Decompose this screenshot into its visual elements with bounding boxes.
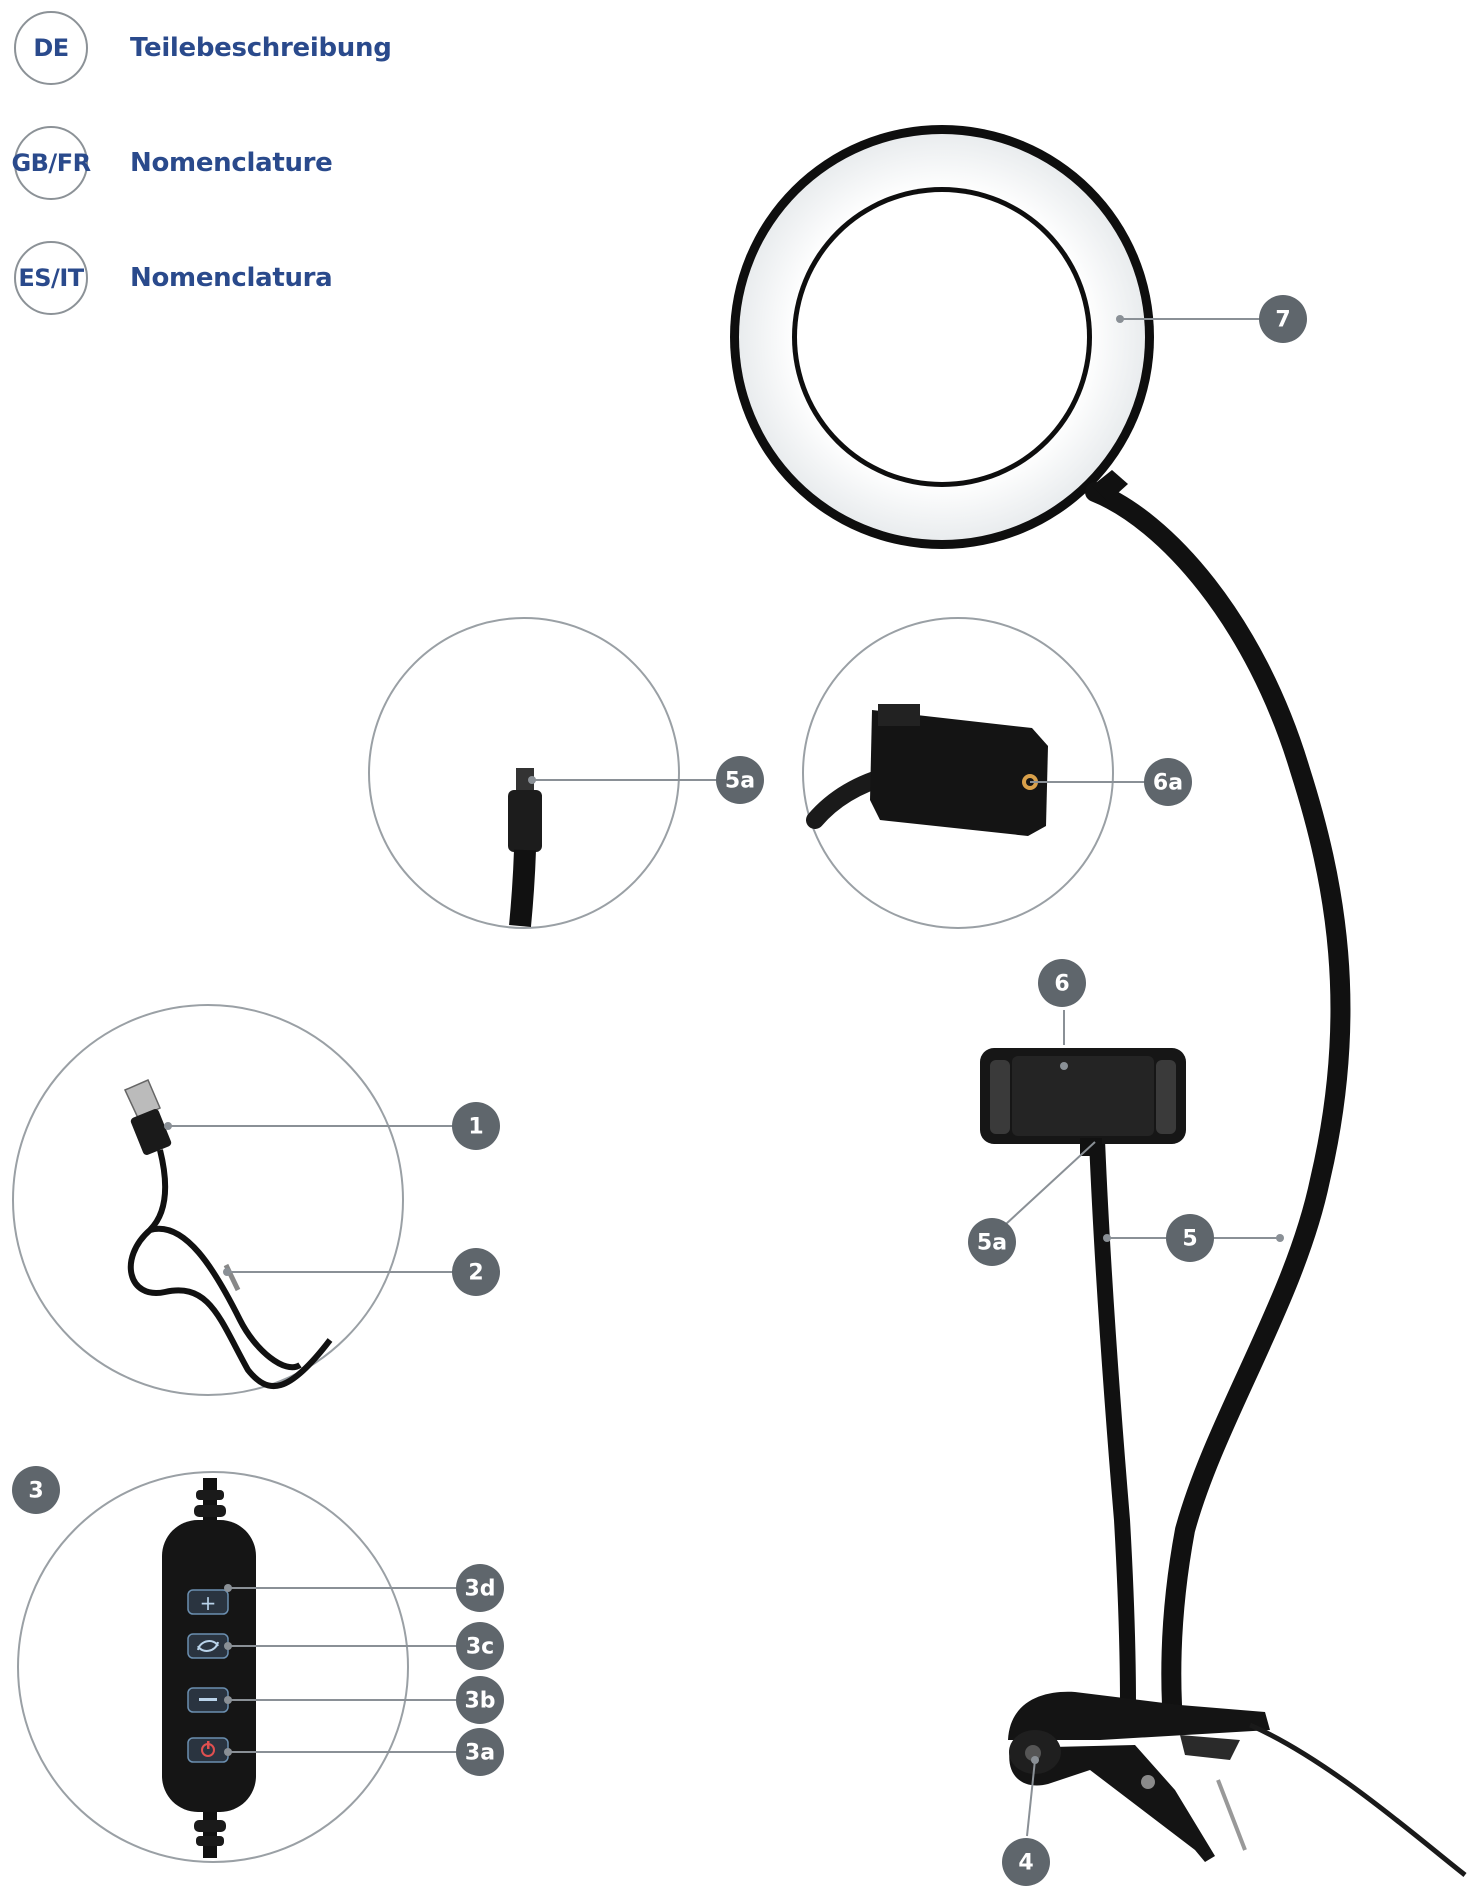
callout-1: 1 [452, 1102, 500, 1150]
lang-label-de: Teilebeschreibung [130, 33, 392, 63]
gooseneck-main [1085, 482, 1351, 1715]
svg-text:3b: 3b [464, 1689, 495, 1714]
svg-text:3a: 3a [465, 1741, 495, 1766]
callout-6a: 6a [1144, 758, 1192, 806]
callout-5: 5 [1166, 1214, 1214, 1262]
controller-mode-button [187, 1633, 229, 1659]
svg-text:3: 3 [28, 1479, 43, 1504]
callout-3d: 3d [456, 1564, 504, 1612]
svg-text:5a: 5a [725, 769, 755, 794]
detail-thread-screw [368, 617, 680, 929]
leader-dots [164, 315, 1284, 1764]
ring-light [730, 125, 1154, 549]
svg-text:7: 7 [1275, 308, 1290, 333]
callout-6: 6 [1038, 959, 1086, 1007]
callout-2: 2 [452, 1248, 500, 1296]
gooseneck-joint [1092, 470, 1128, 502]
svg-text:6a: 6a [1153, 771, 1183, 796]
callout-3: 3 [12, 1466, 60, 1514]
controller-plus-button: + [187, 1589, 229, 1615]
detail-inline-controller: + [17, 1471, 409, 1863]
svg-text:+: + [200, 1591, 217, 1615]
gooseneck-secondary [1089, 1132, 1136, 1713]
detail-holder-socket [802, 617, 1114, 929]
callout-3b: 3b [456, 1676, 504, 1724]
controller-power-button [187, 1737, 229, 1763]
lang-label-gb-fr: Nomenclature [130, 148, 333, 178]
leader-lines [168, 318, 1280, 1837]
lang-badge-de: DE [14, 11, 88, 85]
svg-text:6: 6 [1054, 972, 1069, 997]
lang-label-es-it: Nomenclatura [130, 263, 333, 293]
callout-3c: 3c [456, 1622, 504, 1670]
svg-text:5: 5 [1182, 1227, 1197, 1252]
svg-text:1: 1 [468, 1115, 483, 1140]
callout-5a-detail: 5a [716, 756, 764, 804]
svg-text:3d: 3d [464, 1577, 495, 1602]
svg-text:4: 4 [1018, 1851, 1033, 1876]
controller-minus-button [187, 1687, 229, 1713]
callout-5a-main: 5a [968, 1218, 1016, 1266]
phone-holder [980, 1048, 1186, 1156]
lang-badge-es-it: ES/IT [14, 241, 88, 315]
svg-text:3c: 3c [466, 1635, 494, 1660]
lang-badge-gb-fr: GB/FR [11, 126, 91, 200]
svg-text:5a: 5a [977, 1231, 1007, 1256]
callout-3a: 3a [456, 1728, 504, 1776]
svg-text:2: 2 [468, 1261, 483, 1286]
detail-usb-cable [12, 1004, 404, 1396]
clamp [1008, 1691, 1467, 1877]
lang-row-es-it: ES/IT Nomenclatura [14, 238, 333, 318]
lang-row-gb-fr: GB/FR Nomenclature [11, 123, 333, 203]
callout-7: 7 [1259, 295, 1307, 343]
lang-row-de: DE Teilebeschreibung [14, 8, 392, 88]
callout-4: 4 [1002, 1838, 1050, 1886]
